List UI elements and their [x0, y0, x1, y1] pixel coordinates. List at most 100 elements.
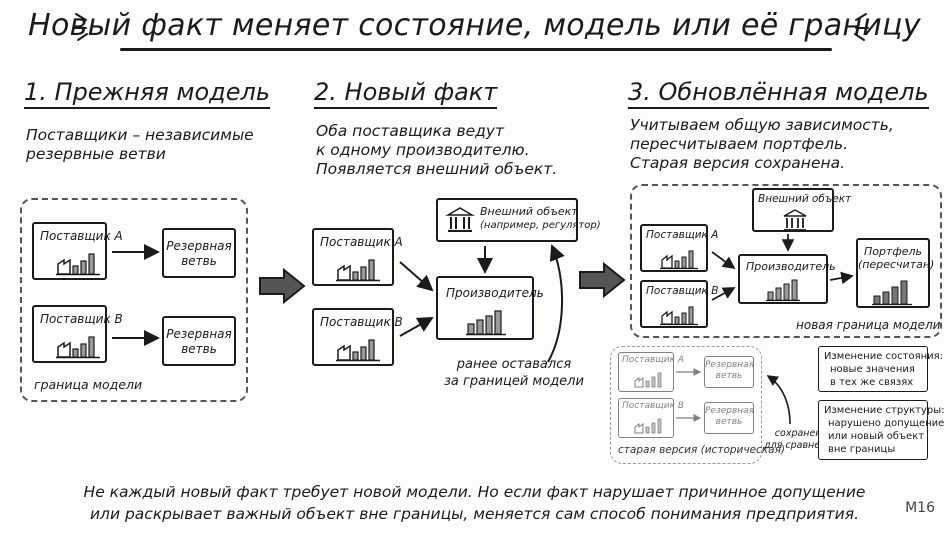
factory-chart-icon: [56, 253, 100, 276]
footer-line: Не каждый новый факт требует новой модел…: [83, 483, 866, 501]
backup-label-line: Резервная: [705, 360, 755, 370]
description-line: Учитываем общую зависимость,: [630, 116, 894, 134]
panel-3-new-boundary: [630, 184, 942, 338]
structure-change-line: нарушено допущение: [828, 418, 945, 429]
panel-2-supplier-a-box: Поставщик A: [312, 228, 403, 286]
panel-3-portfolio-box: Портфель (пересчитан): [856, 238, 935, 308]
supplier-b-label: Поставщик B: [40, 312, 123, 326]
section-2-description: Оба поставщика ведут к одному производит…: [316, 122, 557, 179]
old-backup-b-box: Резервная ветвь: [704, 402, 754, 434]
old-version-boundary: [610, 346, 762, 464]
state-change-line: новые значения: [830, 364, 915, 375]
factory-chart-icon: [336, 259, 380, 282]
arrow: [766, 375, 791, 425]
arrow: [547, 244, 565, 363]
factory-chart-icon: [634, 418, 662, 434]
description-line: Оба поставщика ведут: [316, 122, 505, 140]
old-backup-a-box: Резервная ветвь: [704, 356, 754, 388]
panel-3-producer-box: Производитель: [738, 254, 836, 304]
old-supplier-b-box: Поставщик B: [618, 398, 684, 438]
note-line: ранее оставался: [456, 357, 572, 372]
factory-chart-icon: [634, 372, 662, 388]
backup-label-line: ветвь: [715, 417, 743, 427]
panel-2-supplier-b-box: Поставщик B: [312, 308, 403, 366]
panel-3-boundary-label: новая граница модели: [796, 318, 941, 332]
footer-line: или раскрывает важный объект вне границы…: [89, 505, 859, 523]
panel-1-backup-a-box: Резервная ветвь: [162, 228, 236, 278]
title-sparkle-right-icon: [854, 13, 869, 41]
factory-chart-icon: [56, 336, 100, 359]
portfolio-subtitle: (пересчитан): [858, 258, 935, 271]
panel-1-model-boundary: [20, 198, 248, 402]
backup-label-line: ветвь: [181, 342, 217, 356]
panel-2-note: ранее оставался за границей модели: [444, 356, 584, 390]
section-1-heading-text: 1. Прежняя модель: [24, 78, 271, 106]
factory-chart-icon: [336, 339, 380, 362]
arrow: [399, 317, 434, 337]
panel-1-boundary-label: граница модели: [34, 377, 143, 392]
structure-change-title: Изменение структуры:: [824, 405, 945, 416]
page-title: Новый факт меняет состояние, модель или …: [28, 8, 921, 43]
panel-3-supplier-a-box: Поставщик A: [640, 224, 718, 272]
section-3-heading-text: 3. Обновлённая модель: [628, 78, 929, 106]
description-line: Старая версия сохранена.: [630, 154, 846, 172]
state-change-line: в тех же связях: [830, 377, 914, 388]
producer-label: Производитель: [746, 260, 836, 273]
structure-change-box: Изменение структуры: нарушено допущение …: [818, 400, 945, 460]
saved-note-line: для сравнения: [764, 440, 839, 451]
panel-3-external-box: Внешний объект: [752, 188, 851, 232]
description-line: к одному производителю.: [316, 141, 530, 159]
arrow: [399, 261, 434, 292]
old-version-label: старая версия (историческая): [618, 444, 785, 456]
institution-icon: [783, 209, 807, 231]
supplier-b-label: Поставщик B: [320, 315, 403, 329]
state-change-box: Изменение состояния: новые значения в те…: [818, 346, 943, 392]
supplier-a-label: Поставщик A: [40, 229, 123, 243]
external-object-example: (например, регулятор): [480, 220, 601, 231]
panel-2-producer-box: Производитель: [436, 276, 544, 340]
supplier-a-label: Поставщик A: [320, 235, 403, 249]
saved-note-line: сохранена: [774, 428, 828, 439]
bar-chart-icon: [872, 280, 912, 306]
page-number: M16: [905, 500, 935, 516]
description-line: Появляется внешний объект.: [316, 160, 558, 178]
state-change-title: Изменение состояния:: [824, 351, 944, 362]
panel-1-supplier-a-box: Поставщик A: [32, 222, 123, 280]
section-1-heading: 1. Прежняя модель: [24, 78, 271, 109]
title-underline: [120, 48, 832, 51]
factory-chart-icon: [660, 250, 698, 270]
supplier-a-label: Поставщик A: [622, 355, 685, 365]
backup-label-line: Резервная: [166, 327, 232, 341]
footer-text: Не каждый новый факт требует новой модел…: [0, 481, 949, 525]
panel-3-supplier-b-box: Поставщик B: [640, 280, 718, 328]
backup-label-line: ветвь: [715, 371, 743, 381]
bar-chart-icon: [466, 310, 506, 336]
panel-2-external-box: Внешний объект (например, регулятор): [436, 198, 601, 242]
description-line: Поставщики – независимые: [26, 126, 254, 144]
external-object-title: Внешний объект: [480, 205, 578, 218]
old-supplier-a-box: Поставщик A: [618, 352, 684, 392]
note-line: за границей модели: [444, 374, 584, 389]
structure-change-line: или новый объект: [828, 431, 925, 442]
section-3-heading: 3. Обновлённая модель: [628, 78, 929, 109]
description-line: пересчитываем портфель.: [630, 135, 849, 153]
backup-label-line: Резервная: [705, 406, 755, 416]
bar-chart-icon: [766, 279, 800, 302]
description-line: резервные ветви: [26, 145, 166, 163]
supplier-a-label: Поставщик A: [646, 229, 719, 241]
section-1-description: Поставщики – независимые резервные ветви: [26, 126, 254, 164]
section-2-heading-text: 2. Новый факт: [314, 78, 498, 106]
section-3-description: Учитываем общую зависимость, пересчитыва…: [630, 116, 894, 173]
structure-change-line: вне границы: [828, 444, 896, 455]
supplier-b-label: Поставщик B: [646, 285, 719, 297]
panel-1-supplier-b-box: Поставщик B: [32, 305, 123, 363]
big-arrow-right-icon: [579, 261, 626, 299]
backup-label-line: Резервная: [166, 239, 232, 253]
factory-chart-icon: [660, 306, 698, 326]
institution-icon: [445, 207, 475, 232]
portfolio-title: Портфель: [863, 245, 923, 258]
producer-label: Производитель: [446, 286, 544, 300]
title-sparkle-left-icon: [73, 13, 88, 41]
section-2-heading: 2. Новый факт: [314, 78, 498, 109]
panel-1-backup-b-box: Резервная ветвь: [162, 316, 236, 366]
